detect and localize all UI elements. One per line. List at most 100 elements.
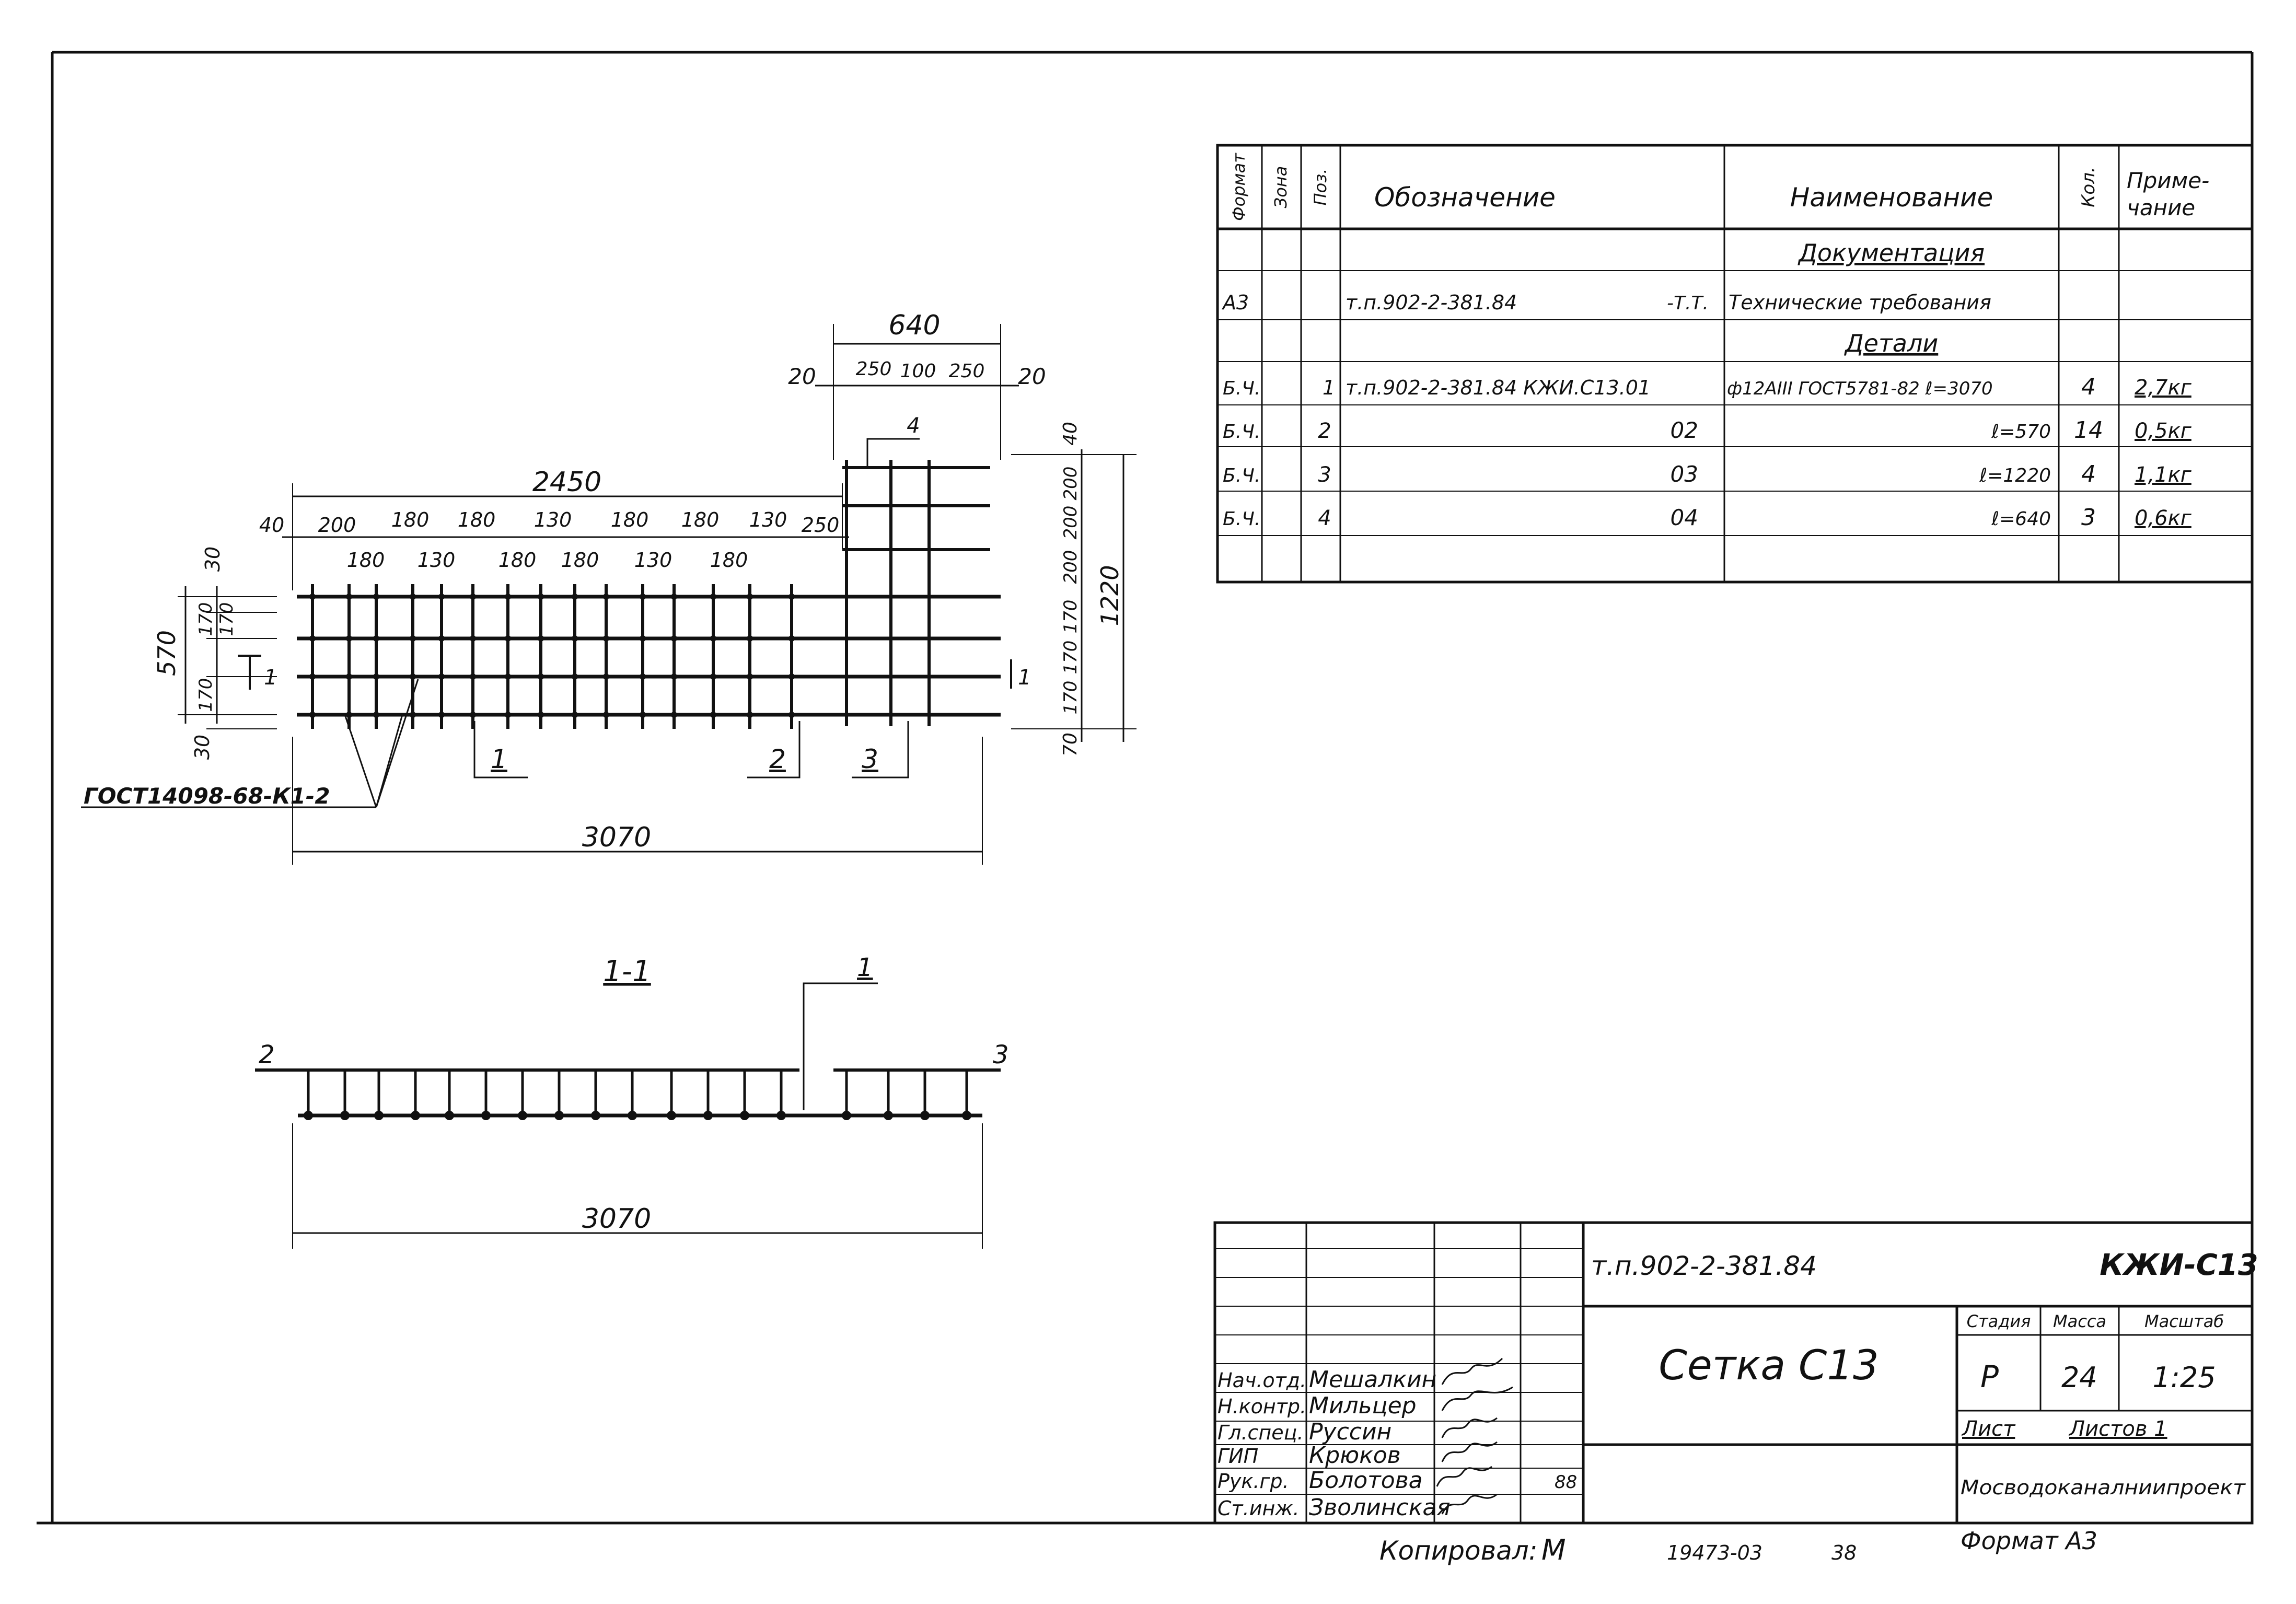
weld-point	[747, 635, 753, 642]
specification-table: Формат Зона Поз. Обозначение Наименовани…	[1216, 144, 2254, 584]
dim-180: 180	[561, 549, 599, 572]
row-designation: 03	[1671, 461, 1698, 487]
callout-1: 1	[491, 744, 507, 774]
section-documentation: Документация	[1798, 239, 1985, 267]
weld-point	[788, 712, 795, 718]
row-designation: т.п.902-2-381.84 КЖИ.С13.01	[1346, 376, 1651, 399]
section-bar-dot	[481, 1111, 491, 1120]
person-name: Болотова	[1309, 1467, 1423, 1494]
callout-4: 4	[907, 414, 920, 438]
row-pos: 4	[1318, 506, 1331, 530]
dim-40: 40	[1060, 422, 1081, 446]
role: ГИП	[1217, 1445, 1258, 1468]
dim-100: 100	[900, 361, 936, 382]
weld-point	[373, 594, 379, 600]
date-note: 88	[1555, 1472, 1577, 1493]
weld-point	[747, 673, 753, 680]
callout-3: 3	[862, 744, 878, 774]
signature-row: ГИП Крюков	[1217, 1441, 1498, 1469]
table-row: Б.Ч. 4 04 ℓ=640 3 0,6кг	[1223, 504, 2192, 531]
row-format: Б.Ч.	[1223, 421, 1260, 443]
dim-130: 130	[749, 508, 787, 531]
footer: Копировал: М 19473-03 38 Формат А3	[1379, 1527, 2097, 1566]
table-row: Б.Ч. 2 02 ℓ=570 14 0,5кг	[1223, 417, 2192, 444]
weld-point	[505, 712, 511, 718]
weld-point	[438, 635, 445, 642]
dim-30-top: 30	[201, 547, 224, 572]
section-bar-dot	[554, 1111, 564, 1120]
dim-640-label: 640	[888, 310, 940, 341]
person-name: Руссин	[1309, 1419, 1391, 1445]
dim-20-right: 20	[1018, 364, 1046, 389]
dim-200: 200	[318, 514, 356, 537]
weld-point	[640, 635, 646, 642]
weld-point	[410, 594, 416, 600]
dim-180: 180	[347, 549, 385, 572]
weld-point	[346, 712, 352, 718]
weld-point	[505, 594, 511, 600]
row-name: ℓ=1220	[1979, 465, 2051, 486]
section-bar-dot	[518, 1111, 527, 1120]
dim-200: 200	[1060, 506, 1081, 540]
dim-70: 70	[1060, 733, 1081, 757]
person-name: Зволинская	[1309, 1494, 1451, 1521]
section-bar-dot	[411, 1111, 420, 1120]
weld-point	[438, 712, 445, 718]
weld-point	[538, 712, 544, 718]
dim-180: 180	[391, 508, 430, 531]
weld-point	[470, 712, 476, 718]
weld-point	[572, 594, 578, 600]
weld-point	[373, 673, 379, 680]
signature-row: Нач.отд. Мешалкин	[1217, 1357, 1503, 1393]
weld-point	[640, 712, 646, 718]
label-scale: Масштаб	[2144, 1311, 2224, 1331]
section-bar-dot	[703, 1111, 713, 1120]
dim-170: 170	[1060, 600, 1081, 634]
dim-250-right: 250	[949, 361, 985, 382]
dim-1220-label: 1220	[1096, 565, 1124, 626]
weld-point	[346, 594, 352, 600]
weld-point	[603, 712, 609, 718]
weld-point	[710, 673, 716, 680]
weld-point	[309, 594, 316, 600]
section-mark-left: 1	[264, 666, 277, 690]
table-row: Б.Ч. 3 03 ℓ=1220 4 1,1кг	[1223, 461, 2192, 487]
weld-point	[671, 673, 677, 680]
dim-170: 170	[1060, 641, 1081, 675]
signature-row: Гл.спец. Руссин	[1217, 1417, 1498, 1445]
title-block: т.п.902-2-381.84 КЖИ-С13 Сетка С13 Стади…	[1213, 1221, 2258, 1525]
row-pos: 2	[1318, 419, 1331, 443]
section-bar-dot	[628, 1111, 637, 1120]
section-bar-dot	[842, 1111, 851, 1120]
role: Ст.инж.	[1217, 1497, 1300, 1520]
header-zone: Зона	[1271, 166, 1291, 208]
signature-row: Н.контр. Мильцер	[1217, 1386, 1513, 1419]
dim-180: 180	[611, 508, 649, 531]
section-bar-dot	[445, 1111, 454, 1120]
section-title: 1-1	[603, 955, 651, 989]
archive-number: 19473-03	[1667, 1541, 1762, 1564]
weld-point	[470, 635, 476, 642]
section-bar-dot	[667, 1111, 676, 1120]
signature-row: Рук.гр. Болотова 88	[1217, 1466, 1577, 1494]
label-sheet: Лист	[1961, 1417, 2016, 1441]
row-name: ф12АIII ГОСТ5781-82 ℓ=3070	[1727, 378, 1993, 399]
section-bar-dot	[591, 1111, 600, 1120]
doc-row-suffix: -Т.Т.	[1667, 293, 1709, 314]
dimension-640: 640 20 250 100 250 20	[788, 310, 1046, 460]
dim-130: 130	[534, 508, 572, 531]
dimension-570: 570 30 170 170 170 30	[153, 547, 277, 760]
callouts: 1 2 3 4	[473, 414, 920, 778]
section-label-left: 2	[259, 1040, 275, 1070]
weld-point	[788, 673, 795, 680]
weld-note-label: ГОСТ14098-68-К1-2	[84, 783, 330, 809]
weld-point	[538, 594, 544, 600]
weld-point	[410, 635, 416, 642]
weld-point	[346, 635, 352, 642]
row-note: 0,6кг	[2135, 506, 2192, 530]
section-bar-dot	[740, 1111, 749, 1120]
row-qty: 4	[2081, 461, 2096, 487]
person-name: Крюков	[1309, 1442, 1401, 1469]
person-name: Мильцер	[1309, 1392, 1417, 1419]
top-spacing-row2: 180 130 180 180 130 180	[347, 549, 748, 572]
